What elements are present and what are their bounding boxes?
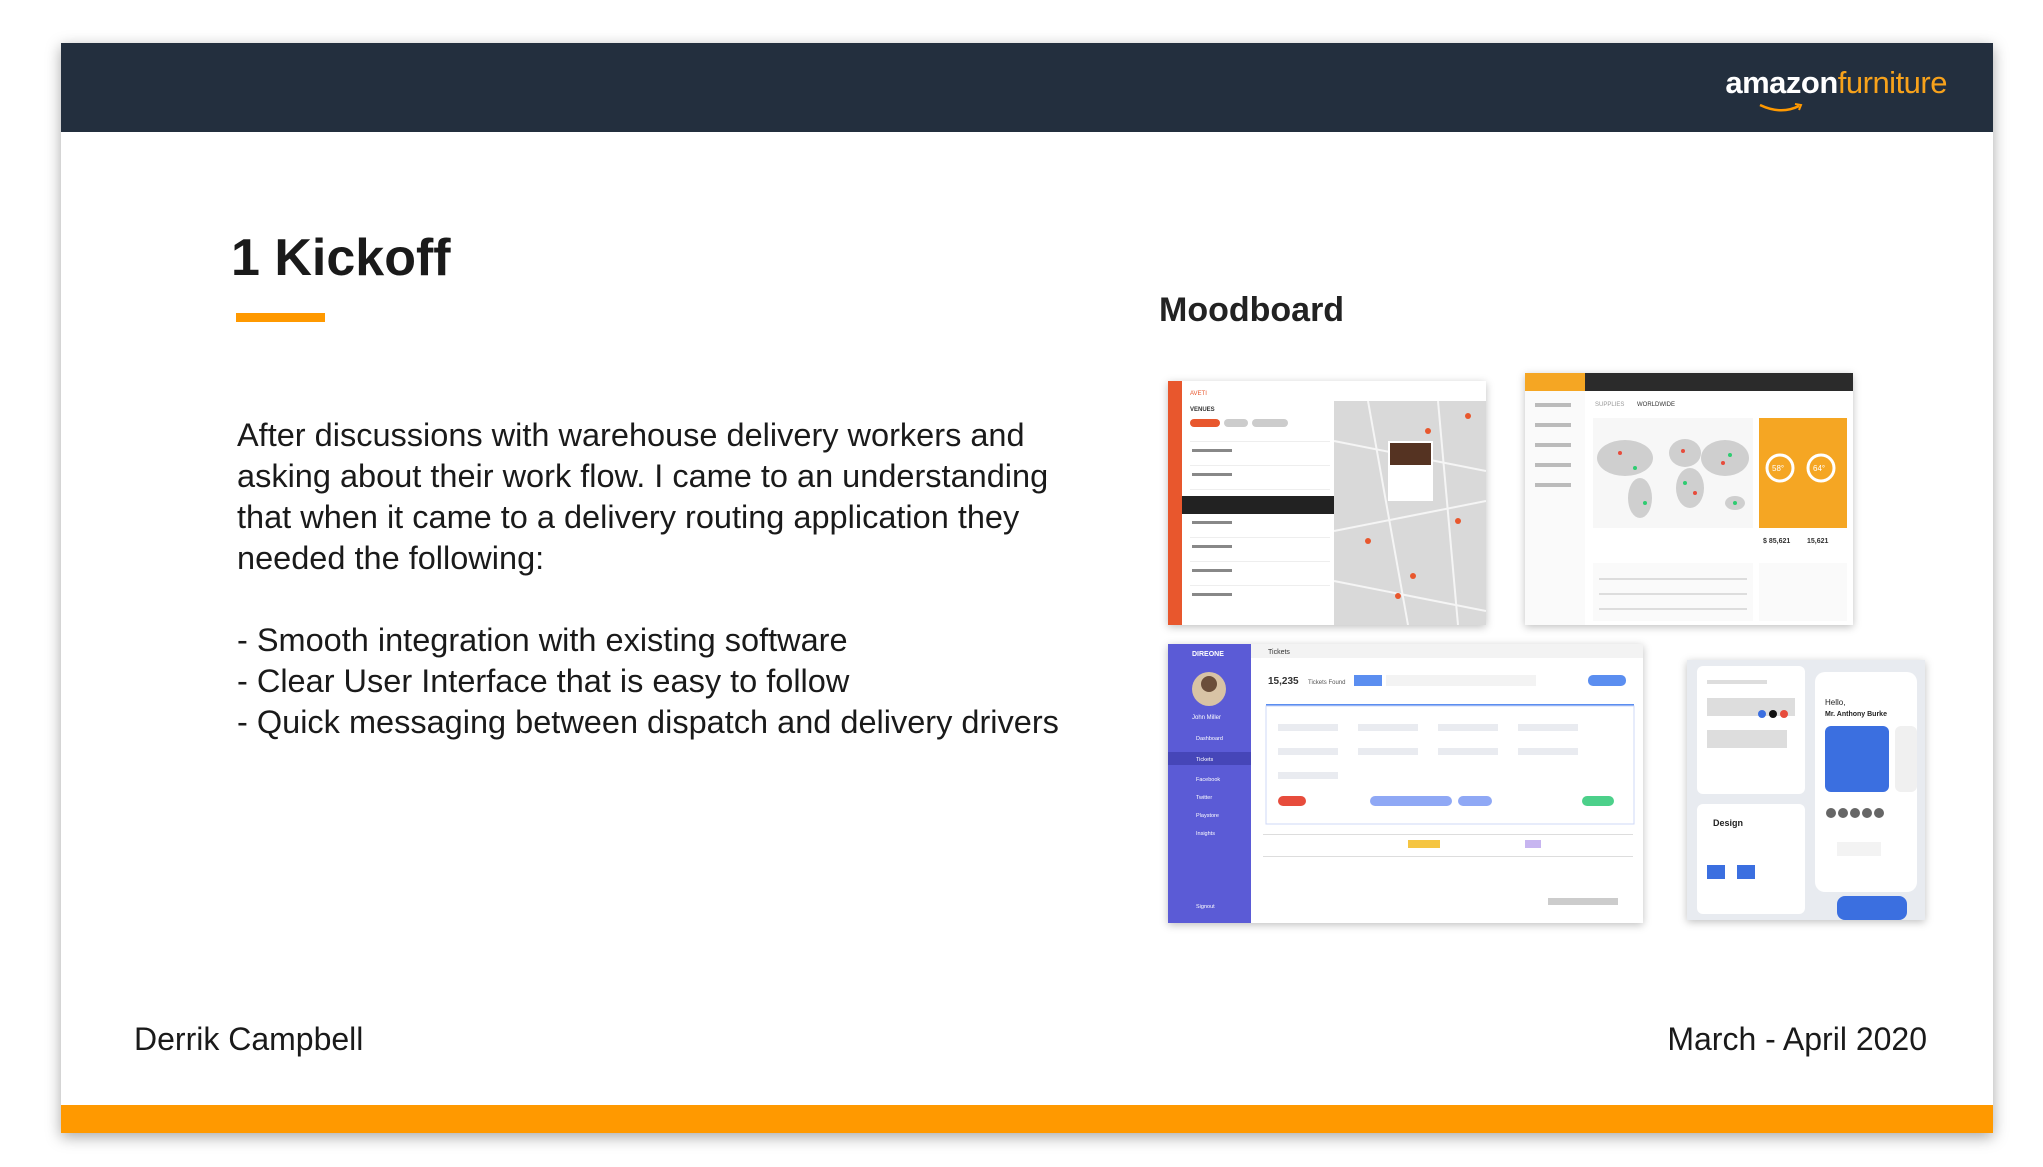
project-dates: March - April 2020 (1667, 1021, 1927, 1057)
needs-list: - Smooth integration with existing softw… (237, 620, 1097, 743)
intro-paragraph: After discussions with warehouse deliver… (237, 417, 1049, 576)
mobile-card-title: Design (1713, 818, 1743, 828)
mobile-user-name: Mr. Anthony Burke (1825, 711, 1887, 718)
list-item: - Smooth integration with existing softw… (237, 622, 848, 658)
gauge-a-value: 58° (1772, 464, 1784, 473)
mobile-greeting: Hello, (1825, 698, 1845, 707)
list-item: - Quick messaging between dispatch and d… (237, 704, 1059, 740)
tickets-signout: Signout (1196, 904, 1215, 910)
brand-logo: amazonfurniture (1725, 65, 1947, 101)
moodboard-image-map-dashboard: AVETI VENUES (1168, 381, 1486, 625)
page-title: 1 Kickoff (231, 229, 451, 287)
tickets-nav-item: Playstore (1196, 813, 1219, 819)
tickets-user: John Miller (1192, 715, 1221, 721)
tickets-nav-item: Tickets (1196, 757, 1213, 763)
footer-bar (61, 1105, 1993, 1133)
tickets-header: Tickets (1268, 649, 1290, 656)
slide: amazonfurniture 1 Kickoff After discussi… (61, 43, 1993, 1133)
tickets-nav-item: Facebook (1196, 777, 1220, 783)
moodboard-image-supplies-dashboard: SUPPLIES WORLDWIDE 58° 64° $ 85,621 1 (1525, 373, 1853, 625)
supplies-section: SUPPLIES (1595, 402, 1624, 408)
logo-word: amazon (1725, 65, 1838, 100)
map-app-section: VENUES (1190, 407, 1215, 413)
moodboard-label: Moodboard (1159, 291, 1345, 329)
gauge-b-value: 64° (1813, 464, 1825, 473)
tickets-count: 15,235 (1268, 676, 1299, 687)
supplies-stat-a: $ 85,621 (1763, 538, 1790, 545)
tickets-nav-item: Twitter (1196, 795, 1212, 801)
list-item: - Clear User Interface that is easy to f… (237, 663, 850, 699)
tickets-brand: DIREONE (1192, 651, 1224, 658)
tickets-nav-item: Insights (1196, 831, 1215, 837)
supplies-region: WORLDWIDE (1637, 402, 1675, 408)
author-name: Derrik Campbell (134, 1021, 364, 1057)
supplies-stat-b: 15,621 (1807, 538, 1829, 545)
moodboard-image-mobile-app: Design Hello, Mr. Anthony Burke (1687, 660, 1925, 920)
logo-suffix: furniture (1837, 65, 1948, 100)
tickets-nav-item: Dashboard (1196, 736, 1223, 742)
intro-text-block: After discussions with warehouse deliver… (237, 415, 1097, 743)
map-app-brand: AVETI (1190, 391, 1207, 397)
moodboard-image-tickets-dashboard: DIREONE John Miller Dashboard Tickets Fa… (1168, 644, 1643, 923)
title-underline (236, 313, 325, 322)
header-bar: amazonfurniture (61, 43, 1993, 132)
amazon-smile-icon (1759, 103, 1803, 112)
tickets-count-label: Tickets Found (1308, 680, 1345, 686)
